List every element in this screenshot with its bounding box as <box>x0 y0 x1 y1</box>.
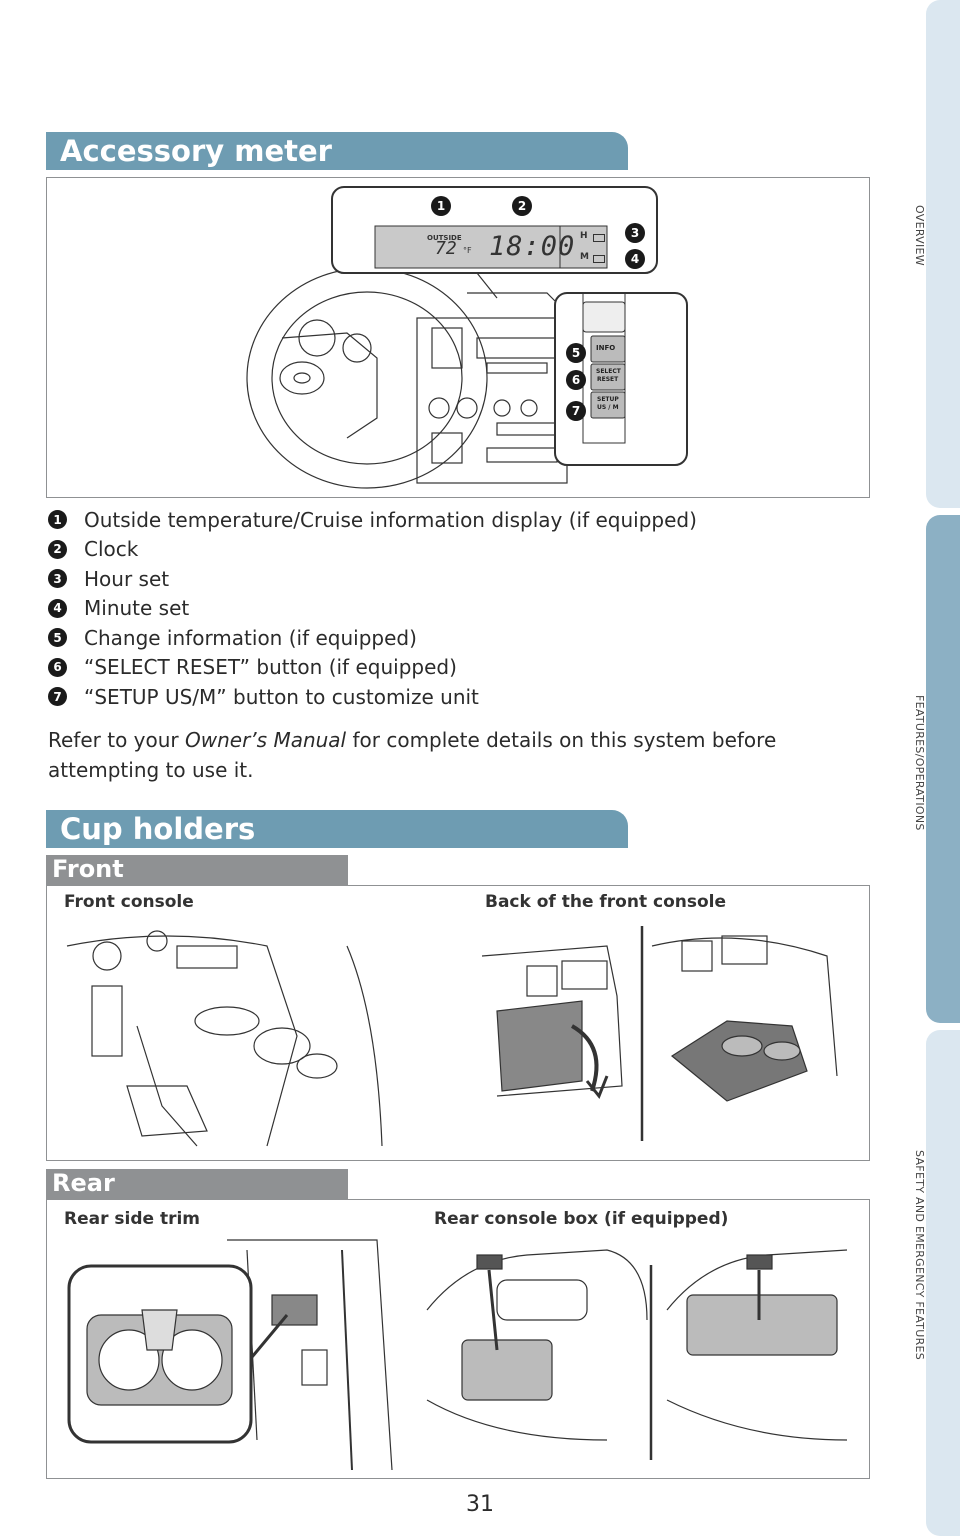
rear-cup-holder-illustration: Rear side trim Rear console box (if equi… <box>46 1199 870 1479</box>
callout-badge-5: 5 <box>566 343 586 363</box>
note-after: for complete details on this system befo… <box>48 728 777 782</box>
legend-number: 2 <box>48 539 67 559</box>
accessory-meter-legend: 1 Outside temperature/Cruise information … <box>48 505 878 712</box>
side-label-safety: SAFETY AND EMERGENCY FEATURES <box>913 1150 926 1361</box>
legend-item: 3 Hour set <box>48 564 878 594</box>
rear-console-box-caption: Rear console box (if equipped) <box>434 1209 729 1229</box>
front-console-caption: Front console <box>64 892 194 912</box>
legend-text: Hour set <box>84 566 170 591</box>
display-clock: 18:00 <box>489 231 576 262</box>
callout-badge-1: 1 <box>431 196 451 216</box>
cup-holders-title: Cup holders <box>60 812 256 846</box>
display-temperature: 72 <box>435 238 457 259</box>
front-subheader: Front <box>46 855 348 885</box>
side-tab-features[interactable] <box>926 515 960 1023</box>
reset-button-label: RESET <box>597 376 619 383</box>
legend-number: 1 <box>48 510 67 530</box>
display-hour-label: H <box>580 231 588 241</box>
legend-item: 4 Minute set <box>48 594 878 624</box>
front-cup-holder-illustration: Front console Back of the front console <box>46 885 870 1161</box>
side-label-overview: OVERVIEW <box>913 205 926 266</box>
accessory-meter-title: Accessory meter <box>60 134 332 168</box>
legend-item: 5 Change information (if equipped) <box>48 623 878 653</box>
accessory-meter-header: Accessory meter <box>46 132 628 170</box>
side-tab-safety[interactable] <box>926 1030 960 1536</box>
rear-side-trim-caption: Rear side trim <box>64 1209 201 1229</box>
legend-item: 7 “SETUP US/M” button to customize unit <box>48 682 878 712</box>
legend-item: 6 “SELECT RESET” button (if equipped) <box>48 653 878 683</box>
legend-text: Change information (if equipped) <box>84 625 417 650</box>
legend-item: 1 Outside temperature/Cruise information … <box>48 505 878 535</box>
owners-manual-note: Refer to your Owner’s Manual for complet… <box>48 725 868 785</box>
legend-number: 6 <box>48 657 67 677</box>
side-tab-strip <box>926 0 960 1536</box>
front-title: Front <box>52 855 124 883</box>
usm-button-label: US / M <box>597 404 619 411</box>
front-console-drawing <box>66 926 838 1147</box>
info-button-label: INFO <box>596 344 616 352</box>
side-label-features: FEATURES/OPERATIONS <box>913 695 926 831</box>
page-number: 31 <box>466 1492 494 1517</box>
note-before: Refer to your <box>48 728 185 752</box>
setup-button-label: SETUP <box>597 396 619 403</box>
rear-cup-holder-drawing <box>67 1239 848 1471</box>
legend-text: Clock <box>84 537 139 562</box>
display-minute-label: M <box>580 252 589 262</box>
callout-badge-3: 3 <box>625 223 645 243</box>
legend-text: “SELECT RESET” button (if equipped) <box>84 655 457 680</box>
callout-badge-2: 2 <box>512 196 532 216</box>
legend-number: 7 <box>48 687 67 707</box>
dashboard-illustration <box>246 186 688 489</box>
legend-text: “SETUP US/M” button to customize unit <box>84 684 479 709</box>
legend-item: 2 Clock <box>48 535 878 565</box>
callout-badge-4: 4 <box>625 249 645 269</box>
select-button-label: SELECT <box>596 368 621 375</box>
legend-number: 3 <box>48 569 67 589</box>
side-tab-overview[interactable] <box>926 0 960 508</box>
legend-text: Minute set <box>84 596 190 621</box>
legend-number: 5 <box>48 628 67 648</box>
display-minute-button[interactable] <box>593 255 605 263</box>
note-manual-title: Owner’s Manual <box>185 728 347 752</box>
cup-holders-header: Cup holders <box>46 810 628 848</box>
legend-text: Outside temperature/Cruise information d… <box>84 507 697 532</box>
rear-title: Rear <box>52 1169 115 1197</box>
rear-subheader: Rear <box>46 1169 348 1199</box>
display-outside-label: OUTSIDE <box>427 234 462 242</box>
back-front-console-caption: Back of the front console <box>485 892 727 912</box>
callout-badge-6: 6 <box>566 370 586 390</box>
accessory-meter-illustration: OUTSIDE 72 °F 18:00 H M INFO SELECT RESE… <box>46 177 870 498</box>
display-hour-button[interactable] <box>593 234 605 242</box>
callout-badge-7: 7 <box>566 401 586 421</box>
display-temperature-unit: °F <box>463 246 472 255</box>
legend-number: 4 <box>48 598 67 618</box>
